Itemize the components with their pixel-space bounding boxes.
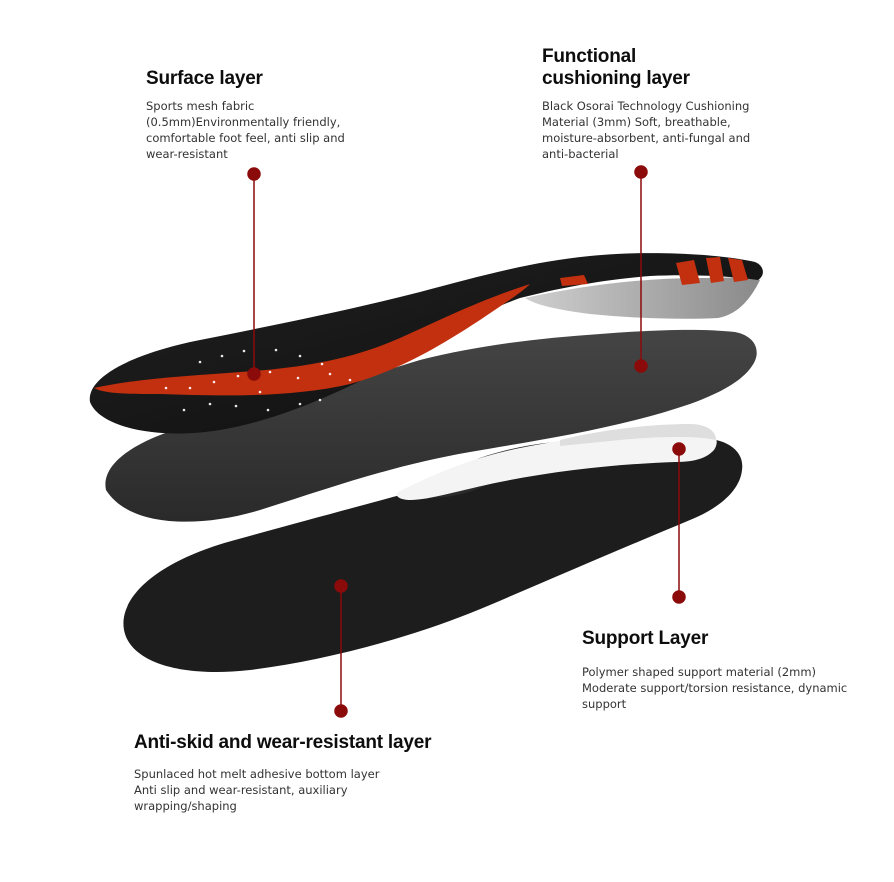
surface-layer-title: Surface layer — [146, 68, 263, 89]
support-layer-title: Support Layer — [582, 628, 709, 649]
cushioning-layer — [105, 329, 757, 522]
support-layer-label: Support Layer Polymer shaped support mat… — [582, 628, 872, 712]
surface-layer-description: Sports mesh fabric (0.5mm)Environmentall… — [146, 99, 345, 161]
cushion-pointer — [634, 165, 648, 373]
antiskid-pointer — [334, 579, 348, 718]
surface-pointer — [247, 167, 261, 381]
antiskid-layer-description: Spunlaced hot melt adhesive bottom layer… — [134, 767, 380, 813]
antiskid-layer-title: Anti-skid and wear-resistant layer — [134, 732, 432, 753]
support-pointer — [672, 442, 686, 604]
surface-layer — [89, 253, 763, 434]
cushion-layer-label: Functional cushioning layer Black Osorai… — [542, 46, 802, 162]
cushion-layer-description: Black Osorai Technology Cushioning Mater… — [542, 99, 751, 161]
cushion-layer-title: Functional cushioning layer — [542, 46, 690, 89]
support-layer — [396, 424, 717, 500]
support-layer-description: Polymer shaped support material (2mm) Mo… — [582, 665, 848, 711]
surface-layer-label: Surface layer Sports mesh fabric (0.5mm)… — [146, 68, 406, 162]
antiskid-layer-label: Anti-skid and wear-resistant layer Spunl… — [134, 732, 554, 814]
